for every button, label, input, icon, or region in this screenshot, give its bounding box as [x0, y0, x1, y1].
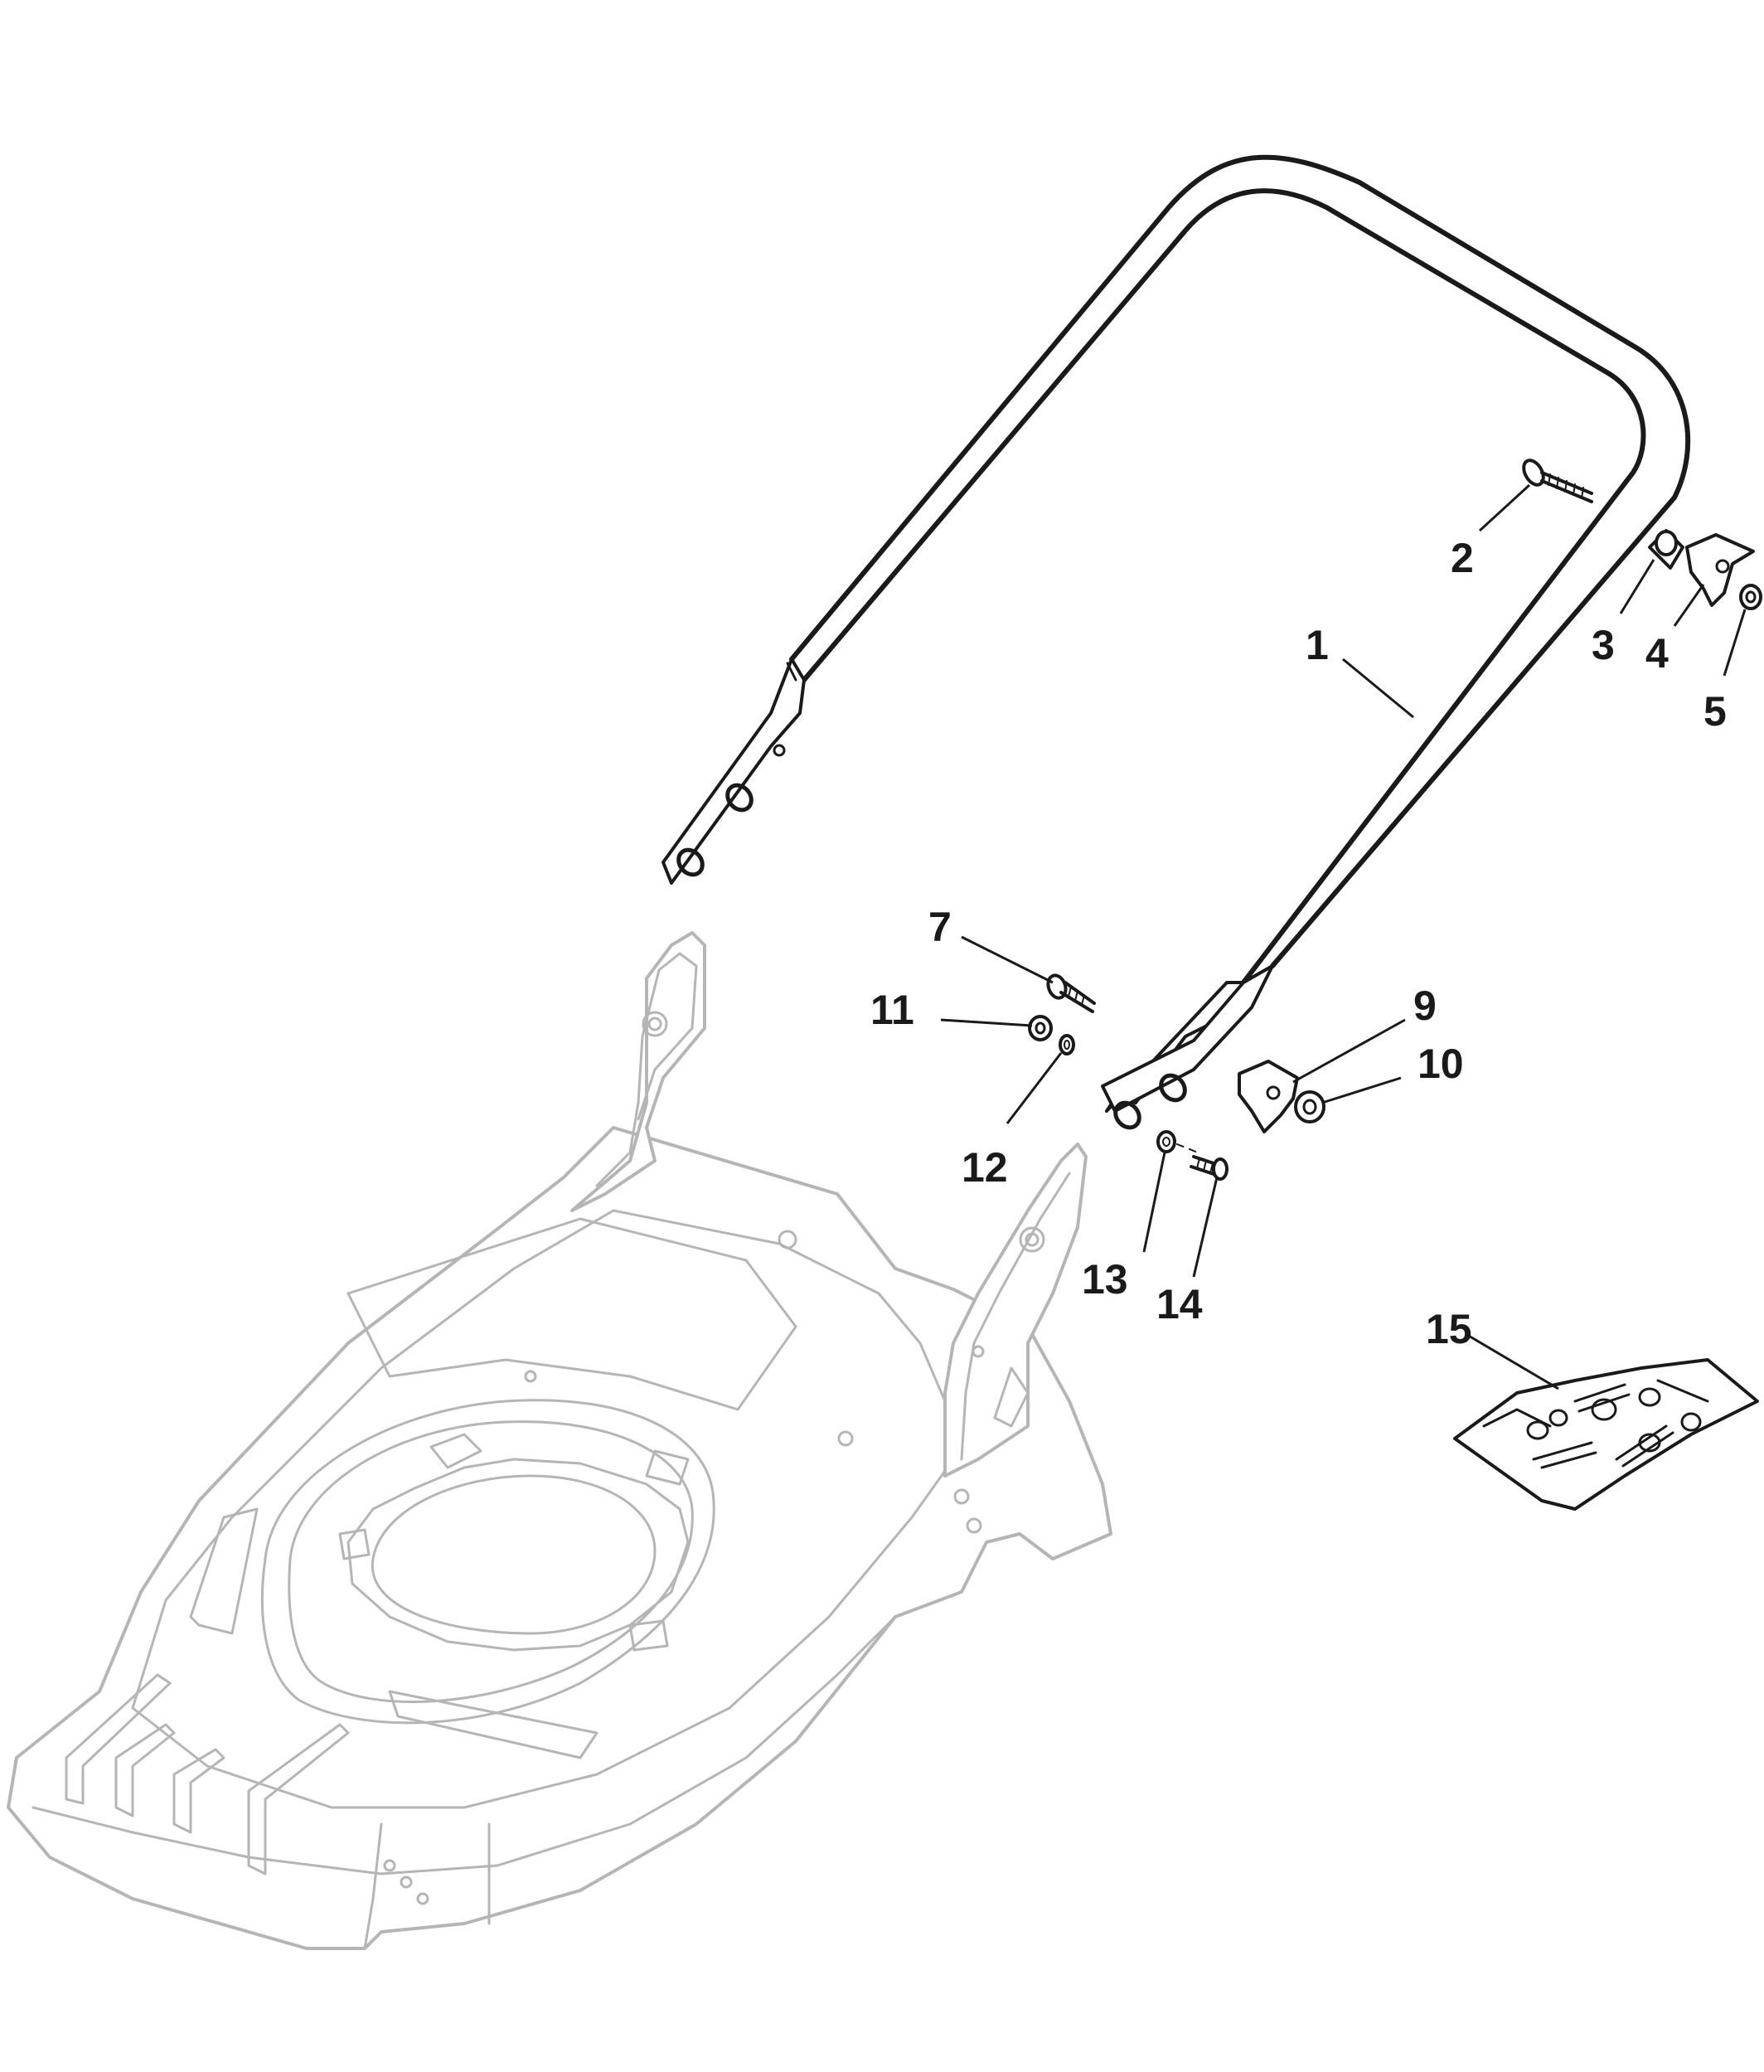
- callout-1: 1: [1306, 622, 1329, 668]
- callout-3: 3: [1592, 622, 1615, 668]
- cam-washer-part-3: [1648, 529, 1684, 570]
- callout-7: 7: [928, 904, 952, 950]
- nut-part-11: [1028, 1015, 1053, 1041]
- callout-2: 2: [1451, 535, 1474, 581]
- mower-deck: [7, 931, 1112, 1950]
- leader-lines: [940, 483, 1747, 1390]
- callout-9: 9: [1413, 983, 1437, 1029]
- callout-14: 14: [1156, 1281, 1203, 1327]
- knob-part-9: [1238, 1060, 1299, 1133]
- callout-4: 4: [1645, 630, 1669, 677]
- callout-labels: 1 2 3 4 5 7 9 10 11 12 13 14 15: [870, 535, 1727, 1352]
- callout-15: 15: [1426, 1306, 1472, 1352]
- hardware-bag-part-15: [1453, 1358, 1759, 1511]
- callout-12: 12: [962, 1144, 1008, 1191]
- screw-part-14: [1190, 1155, 1228, 1181]
- handle-bar-part-1: [662, 154, 1691, 1130]
- bolt-part-7: [1046, 973, 1096, 1013]
- nut-part-10: [1294, 1090, 1325, 1123]
- carriage-bolt-part-2: [1522, 459, 1593, 503]
- callout-11: 11: [870, 987, 914, 1033]
- washer-part-13: [1156, 1130, 1199, 1153]
- washer-part-12: [1059, 1034, 1075, 1055]
- knob-part-4: [1685, 533, 1755, 607]
- callout-13: 13: [1082, 1256, 1128, 1303]
- nut-part-5: [1739, 584, 1762, 610]
- callout-5: 5: [1703, 688, 1727, 735]
- callout-10: 10: [1418, 1041, 1464, 1087]
